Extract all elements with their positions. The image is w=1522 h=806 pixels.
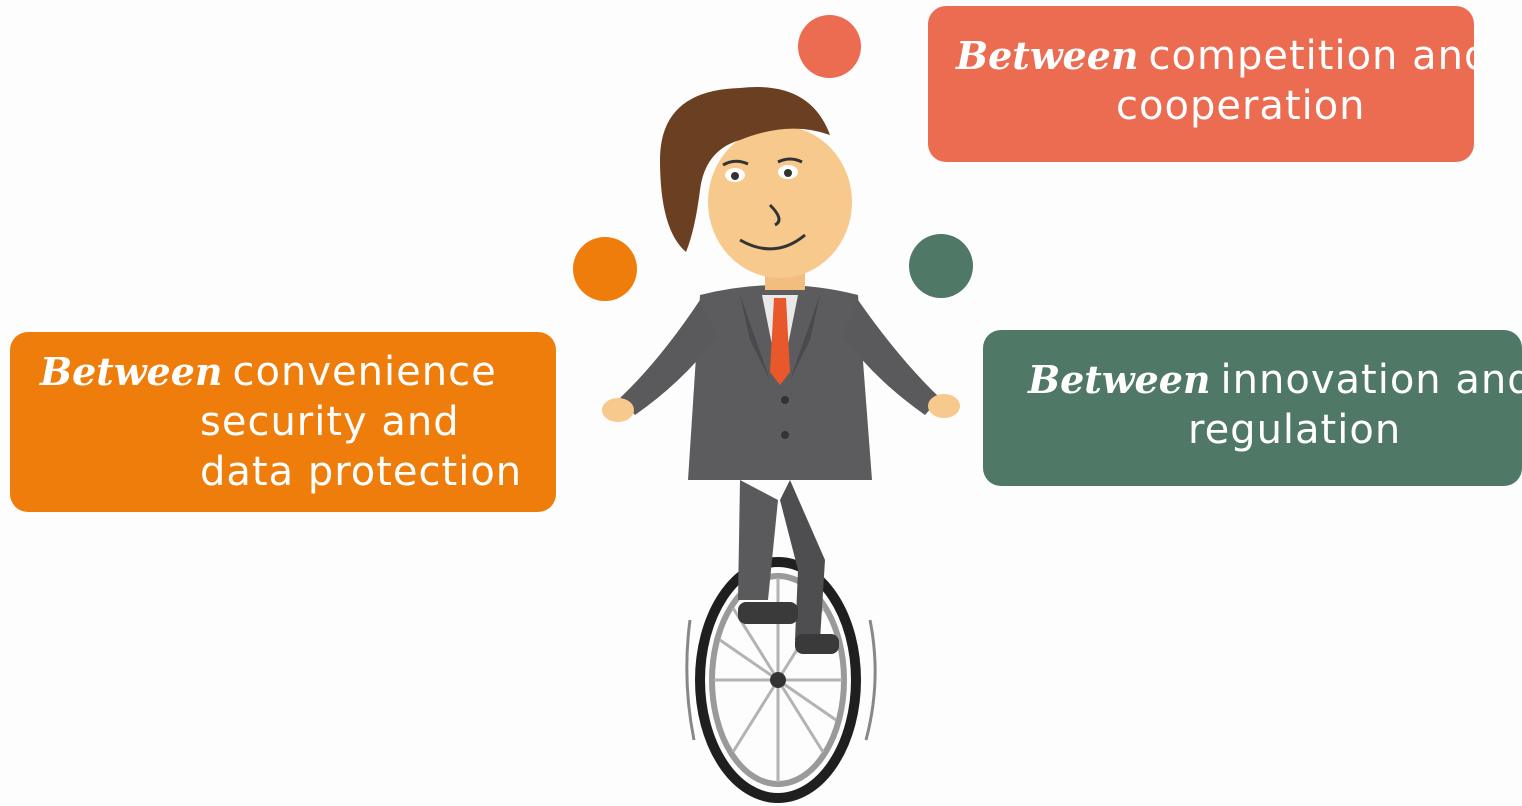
legs <box>738 480 839 654</box>
red-ball-icon <box>798 15 861 78</box>
box-text: convenience <box>232 349 497 395</box>
head <box>660 86 852 290</box>
box-text: competition and <box>1148 33 1491 79</box>
unicycle-wheel-icon <box>685 557 877 803</box>
between-label: Between <box>40 349 223 394</box>
box-line-3: data protection <box>200 449 523 495</box>
suit-jacket <box>602 285 960 480</box>
businessman-juggling-on-unicycle-icon <box>602 86 960 803</box>
between-label: Between <box>1028 357 1211 402</box>
box-text: innovation and <box>1220 357 1522 403</box>
box-line-2: cooperation <box>1116 83 1366 129</box>
box-line-2: security and <box>200 399 460 445</box>
orange-ball-icon <box>573 237 637 301</box>
box-line-2: regulation <box>1188 407 1402 453</box>
between-label: Between <box>956 33 1139 78</box>
green-ball-icon <box>909 234 973 298</box>
